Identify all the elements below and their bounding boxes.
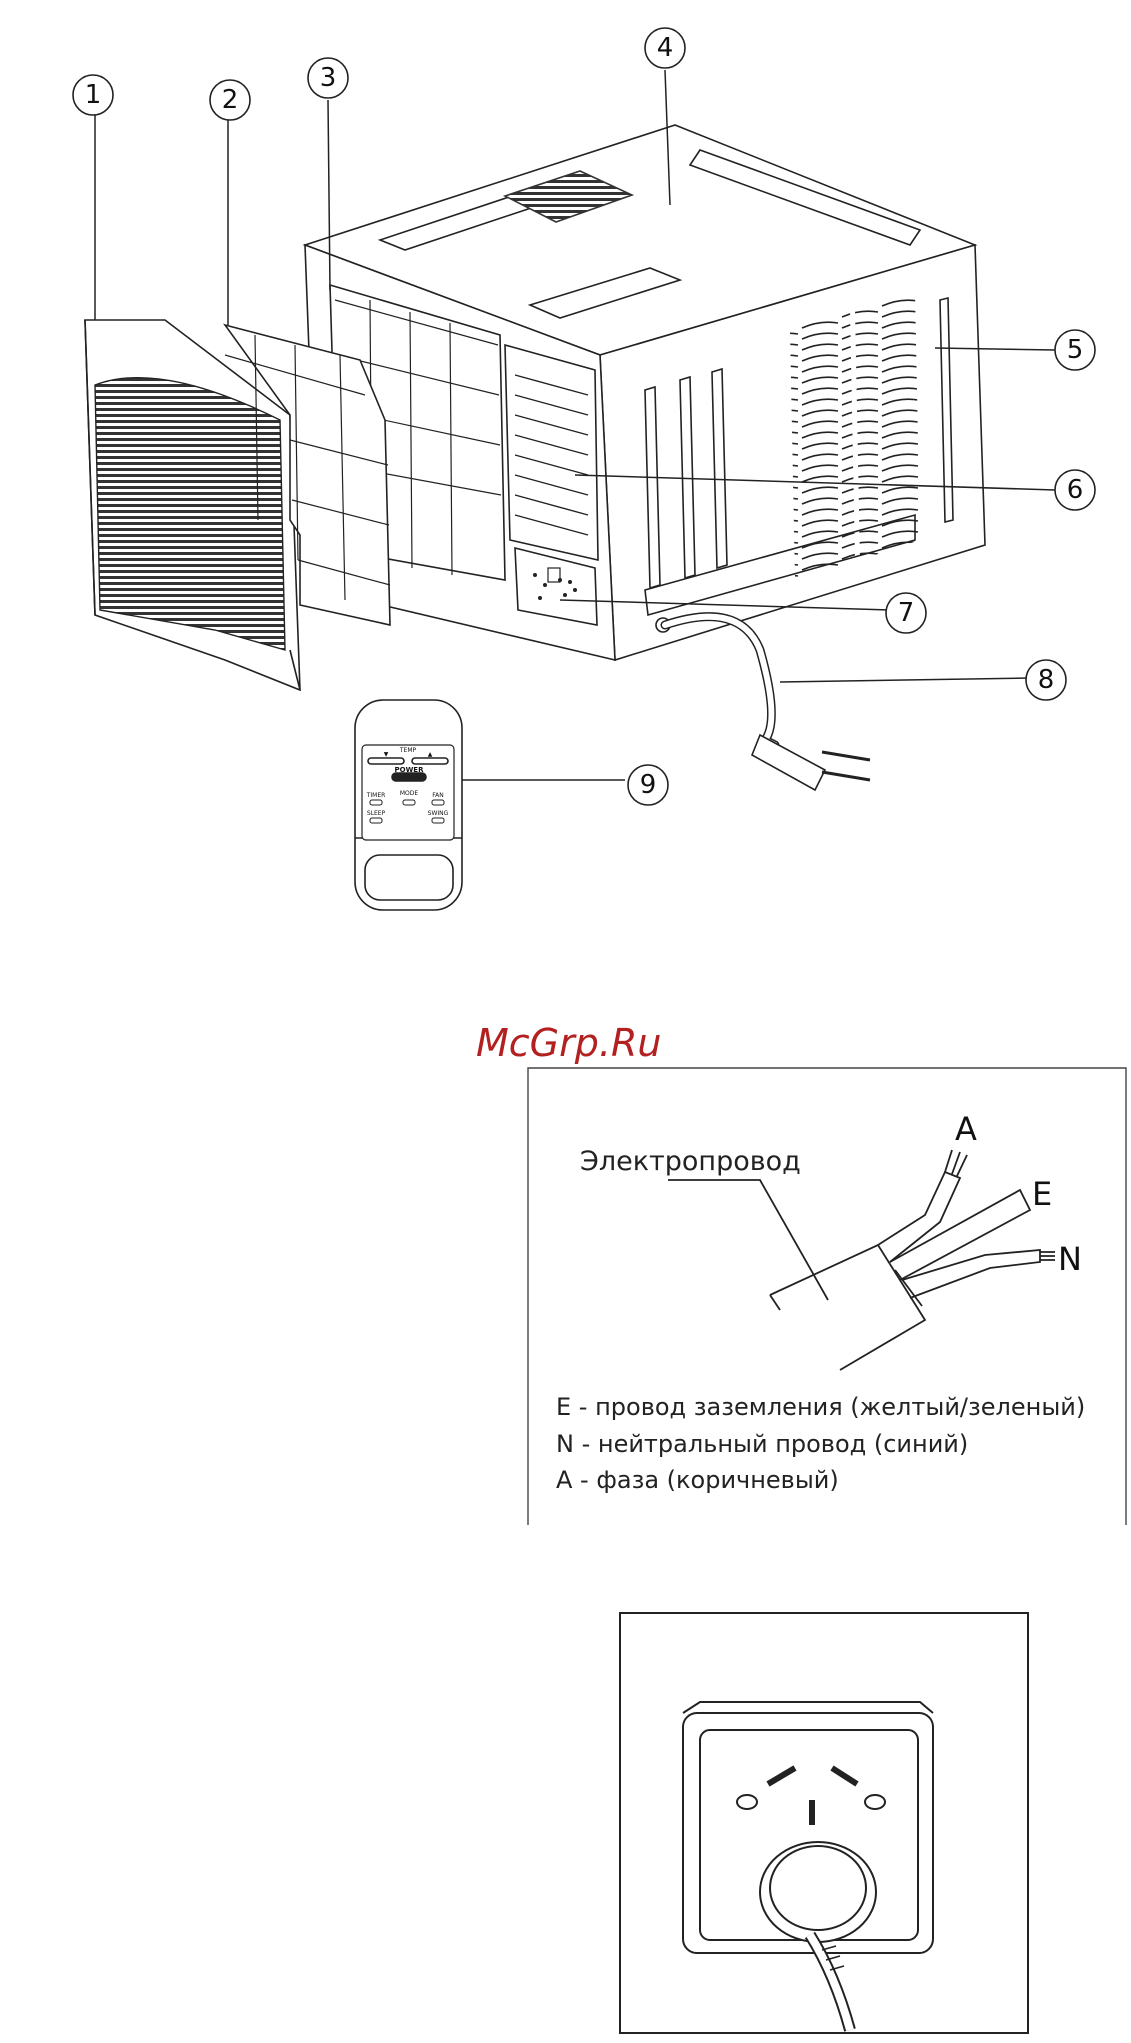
remote-up-arrow: ▲ [428,751,433,758]
air-conditioner-exploded-view [85,125,985,910]
callout-1: 1 [85,80,102,110]
remote-down-arrow: ▼ [384,751,389,758]
socket-illustration [620,1613,1028,2033]
callout-6: 6 [1067,475,1084,505]
legend-phase: A - фаза (коричневый) [556,1466,839,1494]
callout-5: 5 [1067,335,1084,365]
legend-neutral: N - нейтральный провод (синий) [556,1430,968,1458]
remote-timer-label: TIMER [366,792,386,799]
watermark: McGrp.Ru [476,1021,661,1065]
wiring-diagram [668,1150,1055,1370]
cable-label: Электропровод [580,1146,801,1177]
remote-temp-label: TEMP [399,747,417,754]
remote-power-label: POWER [395,766,425,774]
remote-fan-label: FAN [432,792,444,799]
remote-sleep-label: SLEEP [367,810,386,817]
wire-a-label: A [955,1110,977,1148]
callout-8: 8 [1038,665,1055,695]
wire-e-label: E [1032,1175,1052,1213]
power-cord [665,617,870,790]
remote-mode-label: MODE [400,790,419,797]
callout-4: 4 [657,33,674,63]
remote-swing-label: SWING [428,810,449,817]
callout-2: 2 [222,85,239,115]
callout-7: 7 [898,598,915,628]
remote-control [355,700,462,910]
callout-9: 9 [640,770,657,800]
legend-ground: E - провод заземления (желтый/зеленый) [556,1393,1085,1421]
cabinet [305,125,985,660]
callout-3: 3 [320,63,337,93]
wire-n-label: N [1058,1240,1082,1278]
